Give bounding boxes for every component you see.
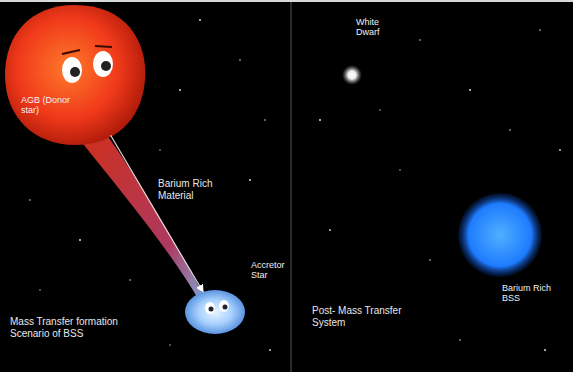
- panel-caption: Mass Transfer formation Scenario of BSS: [10, 316, 132, 340]
- star-label: White Dwarf: [356, 17, 392, 38]
- star-label: AGB (Donor star): [21, 95, 77, 116]
- star-label: Barium Rich BSS: [502, 283, 564, 304]
- background-stars: [29, 19, 561, 351]
- panel-caption: Post- Mass Transfer System: [312, 305, 408, 329]
- flow-label: Barium Rich Material: [158, 178, 228, 202]
- face: [62, 46, 113, 83]
- donor-star: AGB (Donor star): [5, 5, 145, 145]
- star-label: Accretor Star: [251, 260, 289, 281]
- mass-flow-arrow: [111, 135, 203, 292]
- white-dwarf: White Dwarf: [342, 65, 362, 85]
- bss-star: Barium Rich BSS: [458, 193, 542, 277]
- accretor-star: Accretor Star: [185, 290, 245, 334]
